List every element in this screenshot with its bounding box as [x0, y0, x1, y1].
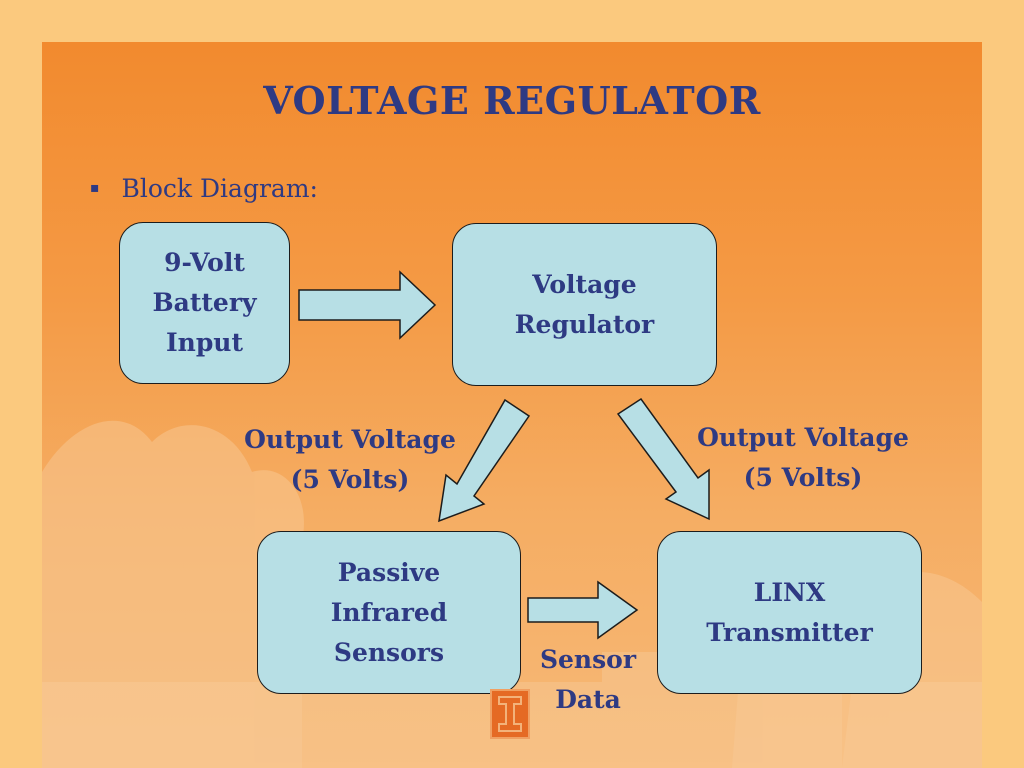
voltage-regulator-box: Voltage Regulator — [452, 223, 717, 386]
right-output-voltage-line2: (5 Volts) — [743, 463, 863, 492]
linx-transmitter-label: LINX Transmitter — [706, 577, 873, 647]
bullet-text: Block Diagram: — [121, 174, 318, 203]
arrow-battery-to-regulator — [298, 270, 437, 340]
left-output-voltage-line2: (5 Volts) — [290, 465, 410, 494]
right-output-voltage-line1: Output Voltage — [697, 423, 909, 452]
left-output-voltage-line1: Output Voltage — [244, 425, 456, 454]
battery-input-box: 9-Volt Battery Input — [119, 222, 290, 384]
slide-title: VOLTAGE REGULATOR — [263, 78, 761, 123]
sensor-data-label: Sensor Data — [533, 640, 643, 720]
passive-infrared-sensors-box: Passive Infrared Sensors — [257, 531, 521, 694]
sensor-data-line1: Sensor — [539, 645, 637, 674]
right-output-voltage-label: Output Voltage (5 Volts) — [683, 418, 923, 498]
arrow-regulator-to-linx — [616, 397, 710, 521]
voltage-regulator-label: Voltage Regulator — [514, 269, 655, 339]
arrow-pir-to-linx — [527, 580, 639, 640]
block-i-icon — [498, 696, 522, 732]
sensor-data-line2: Data — [555, 685, 621, 714]
left-output-voltage-label: Output Voltage (5 Volts) — [230, 420, 470, 500]
university-block-i-logo — [490, 689, 530, 739]
arrow-regulator-to-pir — [438, 398, 531, 523]
passive-infrared-sensors-label: Passive Infrared Sensors — [330, 557, 448, 667]
bullet-block-diagram: ▪ Block Diagram: — [90, 174, 318, 203]
linx-transmitter-box: LINX Transmitter — [657, 531, 922, 694]
bullet-square-icon: ▪ — [90, 180, 100, 196]
battery-input-label: 9-Volt Battery Input — [152, 248, 257, 357]
